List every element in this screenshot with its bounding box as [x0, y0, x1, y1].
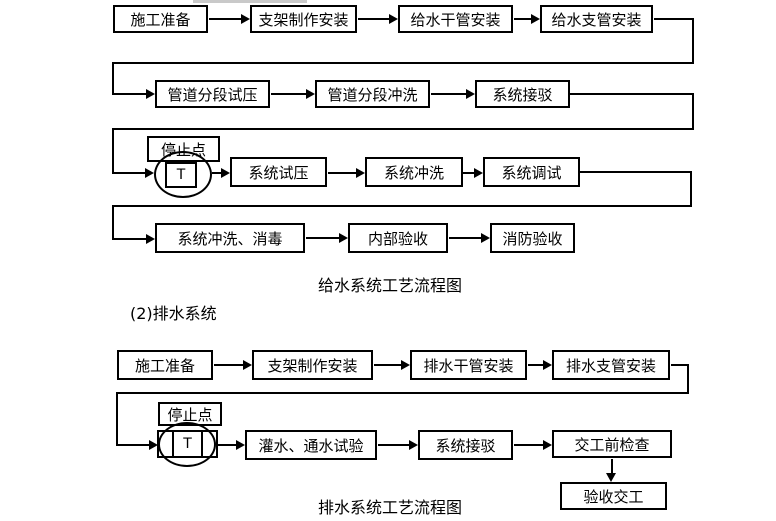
arrow-right-icon — [356, 168, 365, 178]
arrow-right-icon — [543, 440, 552, 450]
connector-line — [306, 237, 339, 239]
box-construction-preparation: 施工准备 — [113, 5, 208, 33]
connector-line — [431, 93, 466, 95]
connector-line — [328, 172, 356, 174]
box-pipe-section-pressure-test: 管道分段试压 — [155, 80, 270, 108]
connector-line — [112, 93, 146, 95]
drainage-flow-caption: 排水系统工艺流程图 — [317, 498, 462, 517]
arrow-right-icon — [409, 440, 418, 450]
box-internal-acceptance: 内部验收 — [348, 223, 448, 253]
box-acceptance-handover: 验收交工 — [560, 482, 667, 510]
connector-line — [358, 18, 389, 20]
arrow-right-icon — [474, 168, 483, 178]
connector-line — [692, 18, 694, 64]
box-system-connection: 系统接驳 — [475, 80, 570, 108]
arrow-right-icon — [543, 360, 552, 370]
box-water-filling-flow-test: 灌水、通水试验 — [245, 430, 377, 460]
box-system-flush-disinfect: 系统冲洗、消毒 — [155, 223, 305, 253]
connector-line — [112, 62, 114, 95]
connector-line — [611, 459, 613, 474]
connector-line — [112, 205, 692, 207]
box-drain-main-pipe-install: 排水干管安装 — [410, 350, 527, 380]
box-construction-preparation: 施工准备 — [117, 350, 213, 380]
connector-line — [212, 172, 221, 174]
box-system-pressure-test: 系统试压 — [230, 157, 327, 187]
arrow-right-icon — [339, 233, 348, 243]
arrow-right-icon — [306, 89, 315, 99]
box-supply-branch-pipe-install: 给水支管安装 — [540, 5, 653, 33]
hold-point-ellipse — [154, 151, 212, 198]
connector-line — [580, 171, 692, 173]
drainage-section-heading: (2)排水系统 — [130, 304, 217, 323]
box-drain-branch-pipe-install: 排水支管安装 — [552, 350, 670, 380]
arrow-right-icon — [146, 234, 155, 244]
box-supply-main-pipe-install: 给水干管安装 — [398, 5, 513, 33]
connector-line — [112, 62, 694, 64]
arrow-right-icon — [531, 14, 540, 24]
arrow-right-icon — [146, 89, 155, 99]
connector-line — [570, 93, 694, 95]
arrow-right-icon — [243, 360, 252, 370]
arrow-right-icon — [401, 360, 410, 370]
connector-line — [214, 364, 243, 366]
arrow-down-icon — [606, 473, 616, 482]
box-pipe-section-flushing: 管道分段冲洗 — [315, 80, 430, 108]
connector-line — [690, 171, 692, 207]
connector-line — [112, 172, 145, 174]
connector-line — [116, 392, 118, 446]
hold-point-ellipse — [158, 422, 216, 467]
connector-line — [654, 18, 694, 20]
scrollbar-artifact — [193, 0, 307, 3]
connector-line — [209, 18, 241, 20]
box-support-fabrication-install: 支架制作安装 — [250, 5, 357, 33]
connector-line — [692, 93, 694, 130]
arrow-right-icon — [466, 89, 475, 99]
connector-line — [378, 444, 409, 446]
arrow-right-icon — [221, 168, 230, 178]
arrow-right-icon — [389, 14, 398, 24]
connector-line — [112, 205, 114, 240]
box-fire-acceptance: 消防验收 — [490, 223, 575, 253]
connector-line — [112, 238, 146, 240]
arrow-right-icon — [145, 168, 154, 178]
connector-line — [671, 364, 689, 366]
connector-line — [116, 392, 689, 394]
connector-line — [116, 444, 149, 446]
connector-line — [687, 364, 689, 394]
connector-line — [514, 18, 531, 20]
box-support-fabrication-install: 支架制作安装 — [252, 350, 373, 380]
supply-flow-caption: 给水系统工艺流程图 — [317, 276, 462, 295]
connector-line — [528, 364, 543, 366]
arrow-right-icon — [481, 233, 490, 243]
connector-line — [374, 364, 401, 366]
connector-line — [463, 172, 474, 174]
arrow-right-icon — [149, 440, 158, 450]
connector-line — [112, 128, 694, 130]
arrow-right-icon — [241, 14, 250, 24]
box-system-commissioning: 系统调试 — [483, 157, 580, 187]
box-pre-handover-inspection: 交工前检查 — [552, 430, 672, 458]
connector-line — [216, 444, 236, 446]
box-system-connection: 系统接驳 — [418, 430, 513, 460]
box-system-flushing: 系统冲洗 — [365, 157, 463, 187]
connector-line — [514, 444, 543, 446]
connector-line — [112, 128, 114, 174]
connector-line — [449, 237, 481, 239]
connector-line — [271, 93, 306, 95]
arrow-right-icon — [236, 440, 245, 450]
